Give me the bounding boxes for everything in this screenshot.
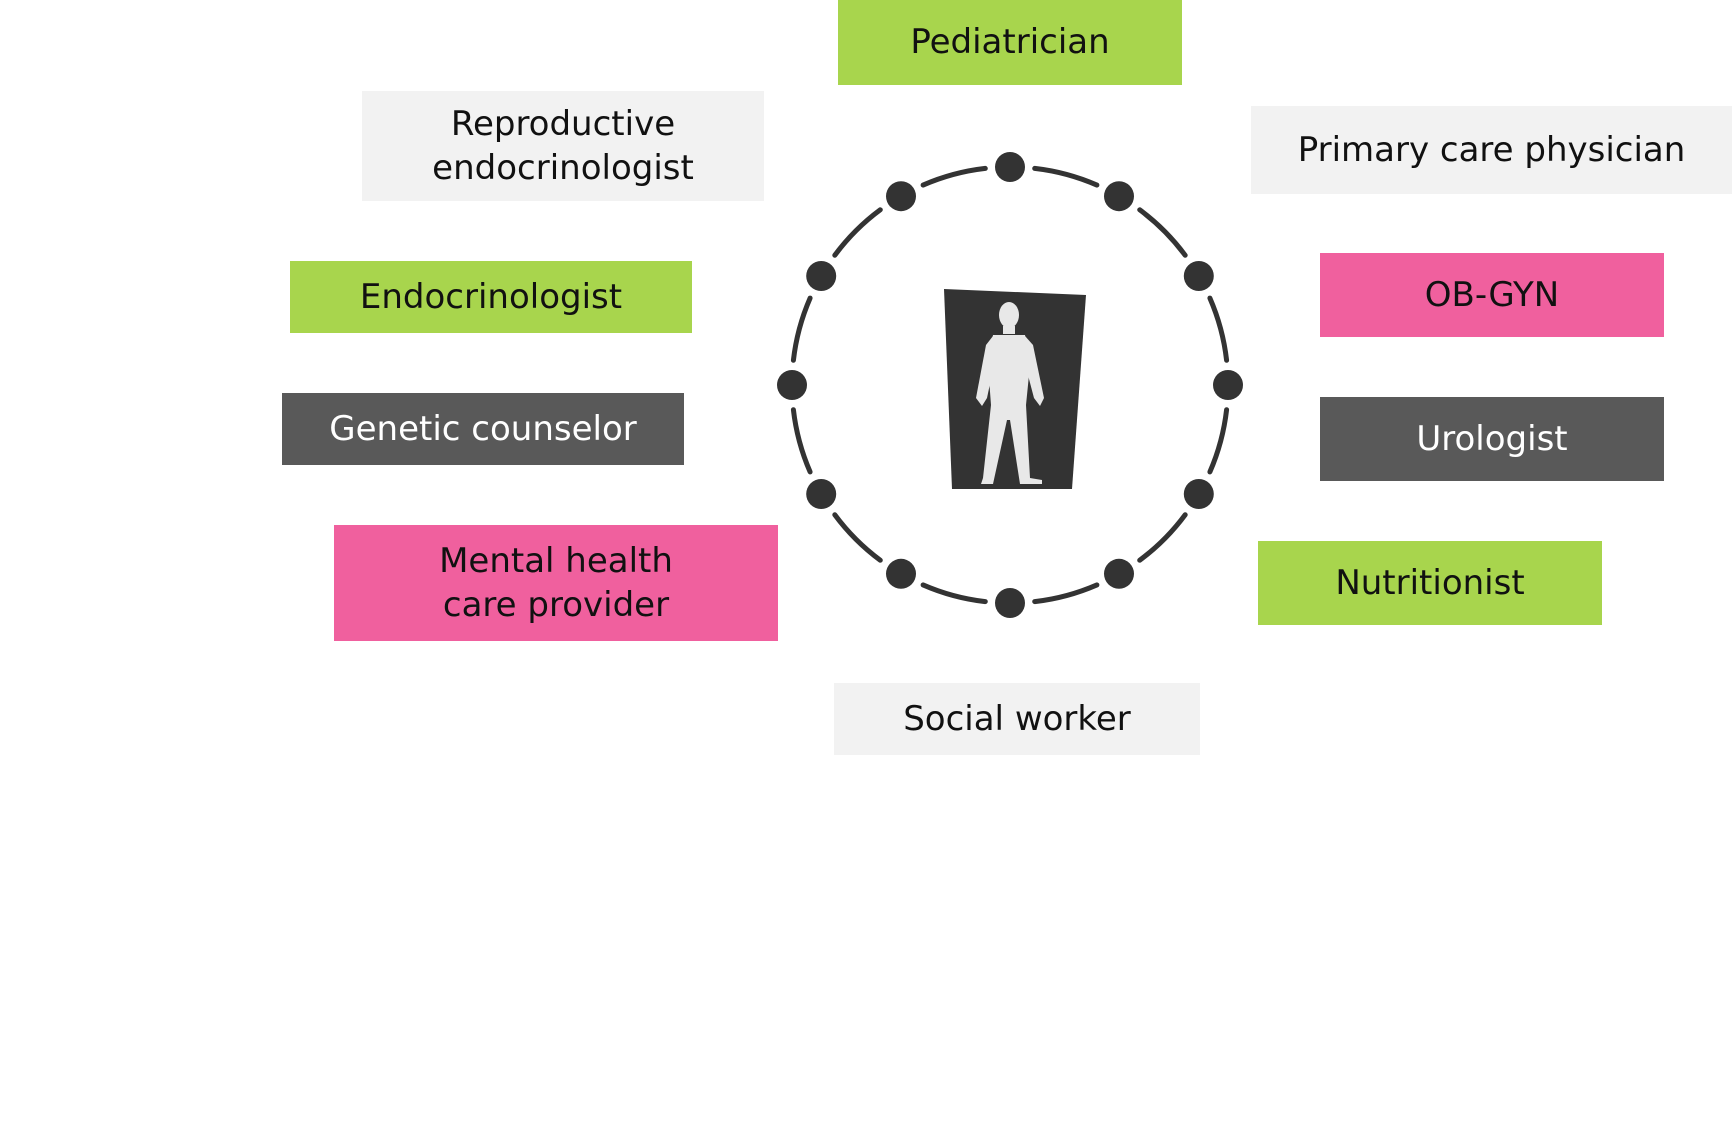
role-ob-gyn: OB-GYN [1320,253,1664,337]
role-reproductive-endocrinologist: Reproductive endocrinologist [362,91,764,201]
role-label: Primary care physician [1297,129,1686,170]
dashed-ring [790,165,1230,605]
ring-segment [1137,207,1188,258]
role-label: Mental health care provider [439,540,673,625]
ring-segment [832,512,883,563]
role-label: Pediatrician [910,22,1110,63]
role-genetic-counselor: Genetic counselor [282,393,684,465]
ring-segment [1032,165,1100,188]
ring-dot [886,558,916,589]
ring-dot [1104,181,1134,212]
role-primary-care-physician: Primary care physician [1251,106,1732,194]
ring-dot [806,479,837,509]
ring-dot [1104,558,1134,589]
role-urologist: Urologist [1320,397,1664,481]
ring-segment [1207,407,1230,475]
ring-dot [806,261,837,291]
ring-segment [832,207,883,258]
ring-segment [1032,582,1100,605]
ring-segment [1207,295,1230,363]
ring-dot [1213,370,1243,400]
role-pediatrician: Pediatrician [838,0,1182,85]
role-label: Social worker [903,698,1131,739]
ring-dot [777,370,807,400]
role-label: Genetic counselor [329,408,637,449]
role-endocrinologist: Endocrinologist [290,261,692,333]
role-label: Reproductive endocrinologist [432,103,694,188]
role-label: Nutritionist [1335,562,1525,603]
role-label: Urologist [1416,418,1568,459]
ring-segment [790,407,813,475]
center-figure [944,289,1086,489]
ring-segment [920,165,988,188]
role-social-worker: Social worker [834,683,1200,755]
person-silhouette-icon [976,302,1044,484]
ring-dots [777,152,1243,618]
ring-segment [920,582,988,605]
ring-segment [1137,512,1188,563]
ring-dot [886,181,916,212]
ring-dot [1183,479,1214,509]
role-label: Endocrinologist [359,276,623,317]
ring-dot [1183,261,1214,291]
ring-dot [995,152,1025,182]
role-label: OB-GYN [1424,274,1560,315]
role-nutritionist: Nutritionist [1258,541,1602,625]
role-mental-health-care-provider: Mental health care provider [334,525,778,641]
ring-dot [995,588,1025,618]
ring-segment [790,295,813,363]
